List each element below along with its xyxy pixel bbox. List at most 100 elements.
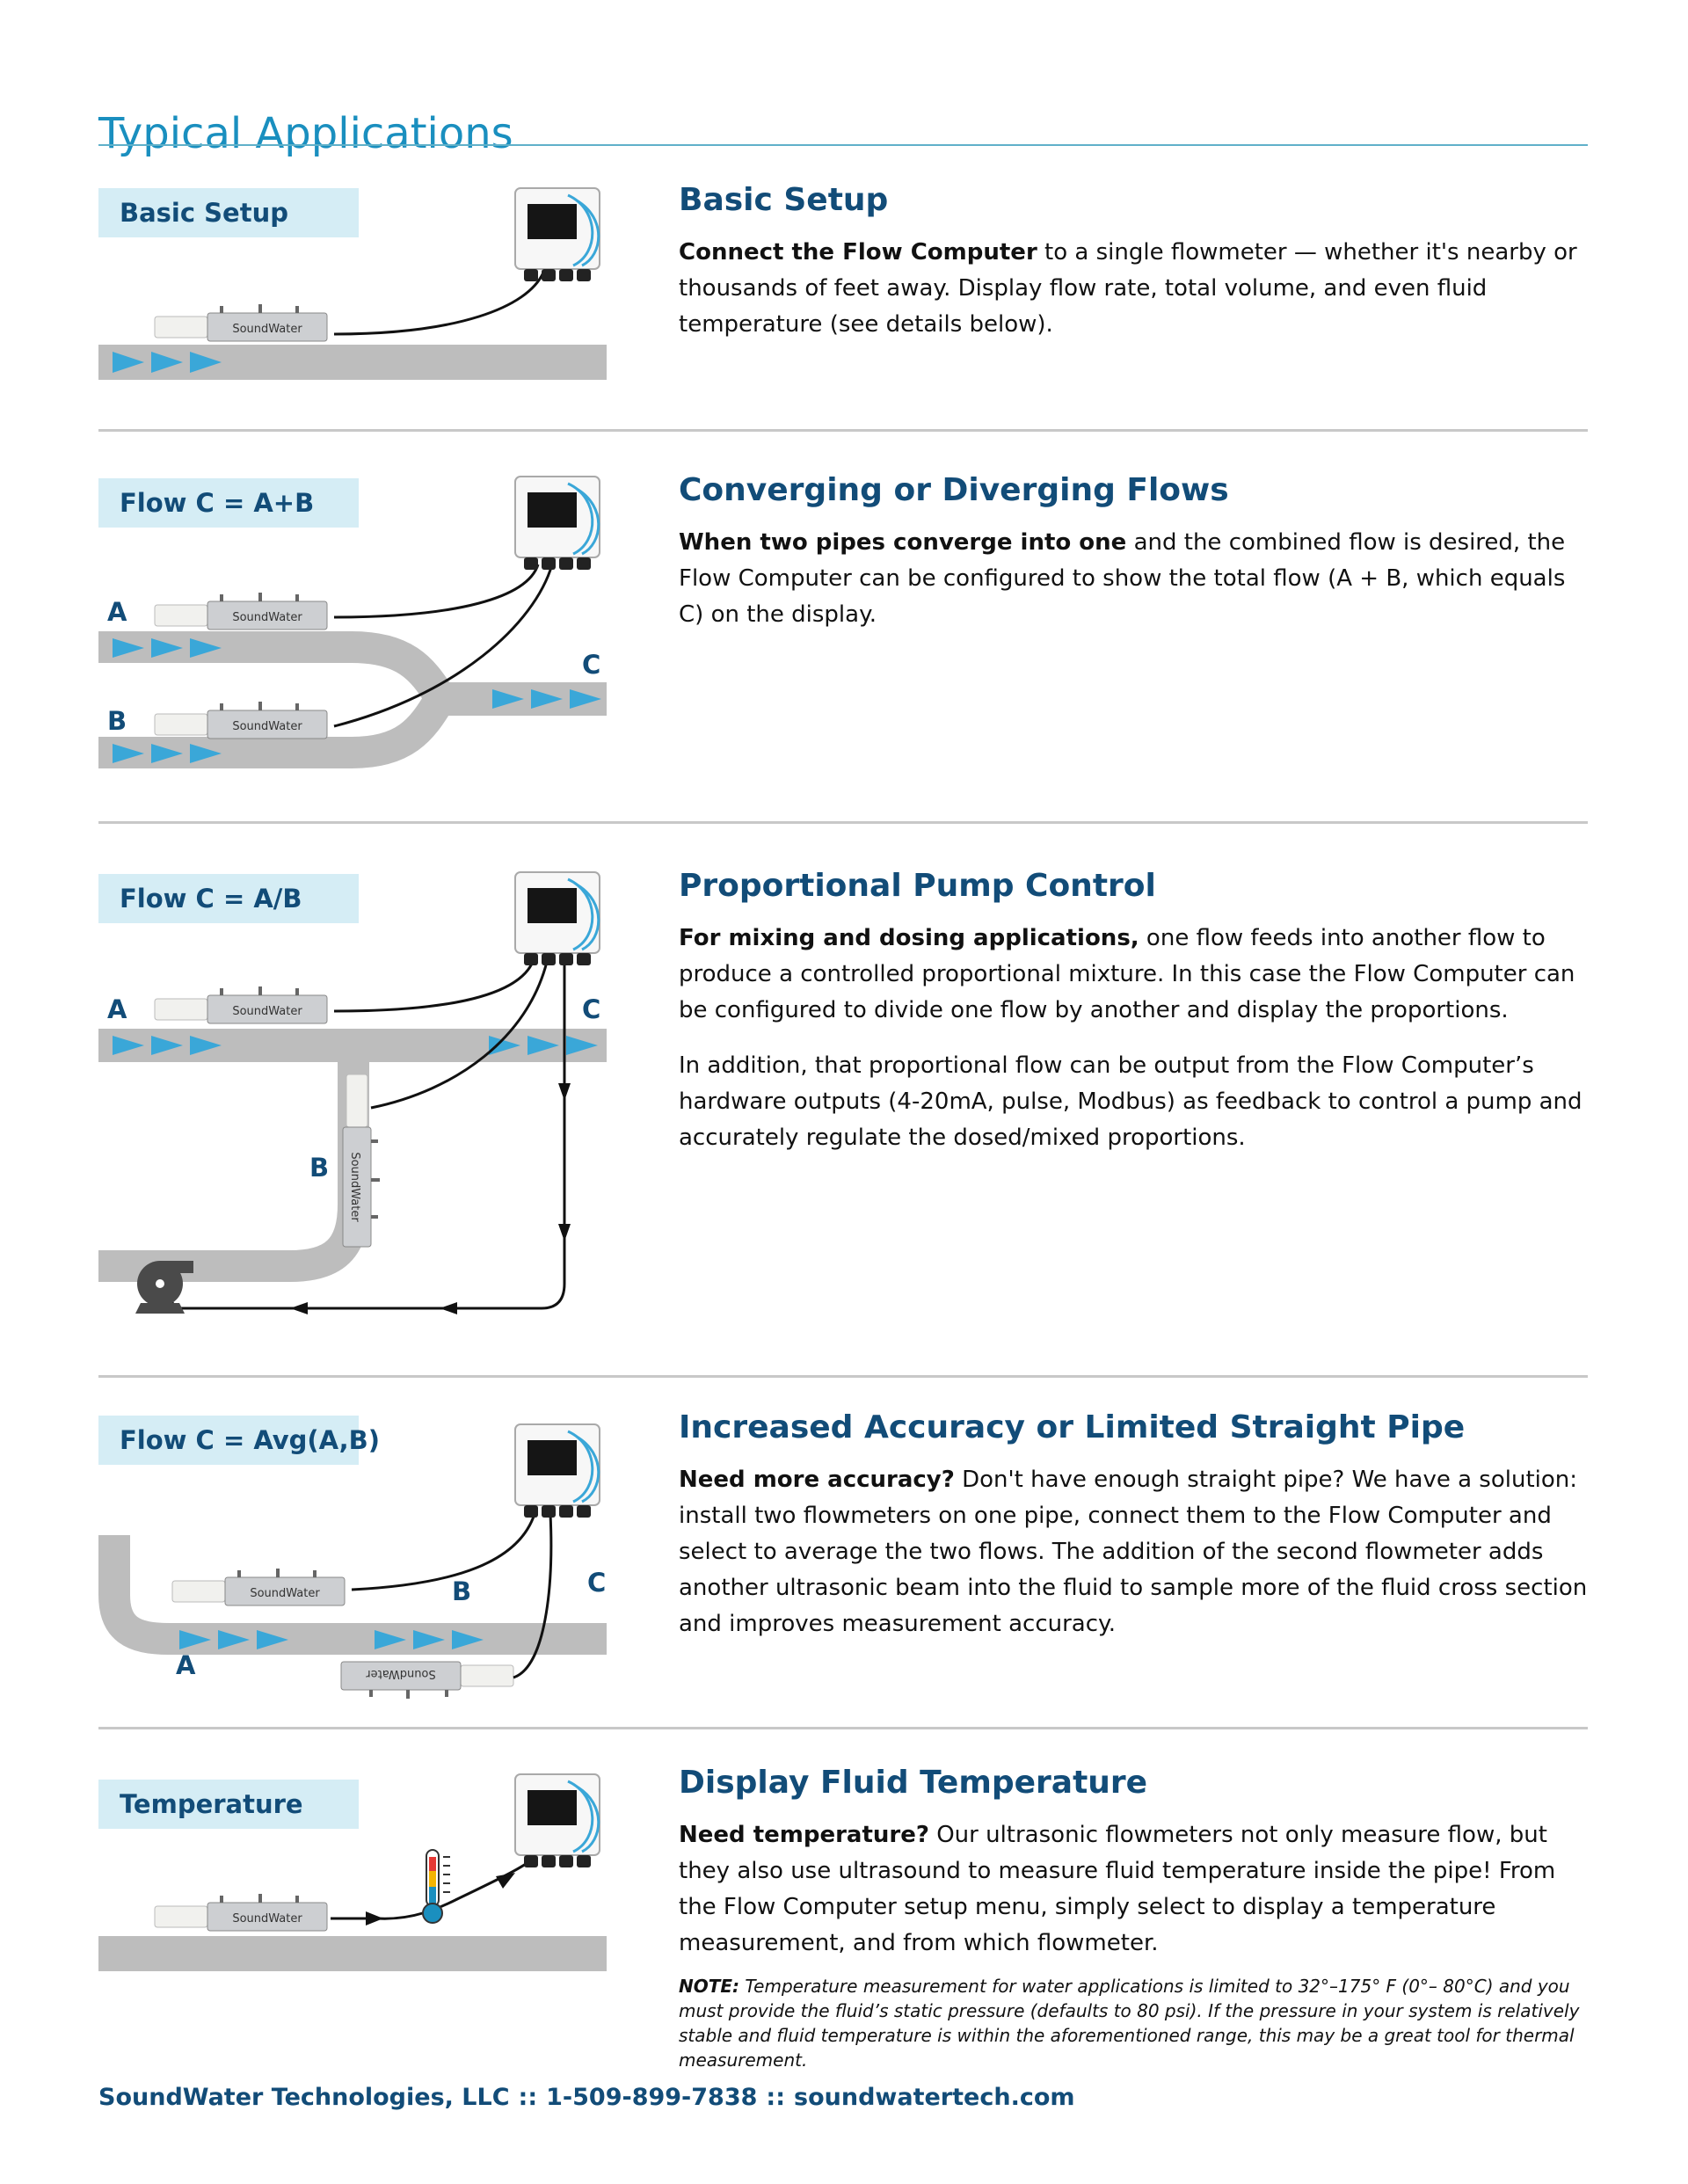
label-b: B <box>452 1576 471 1606</box>
section-text: Increased Accuracy or Limited Straight P… <box>679 1409 1593 1662</box>
body-text: and the combined flow is desired, the Fl… <box>679 529 1566 629</box>
meter-brand: SoundWater <box>232 720 302 733</box>
section-heading: Converging or Diverging Flows <box>679 472 1229 508</box>
section-divider <box>98 429 1588 432</box>
lead-text: Need temperature? <box>679 1822 929 1849</box>
label-a: A <box>107 597 127 627</box>
pipe <box>98 1936 607 1971</box>
signal-cable-a <box>333 961 535 1013</box>
diagram-fluid-temperature: Temperature SoundWater <box>98 1773 607 1971</box>
title-rule <box>98 144 1588 146</box>
note-lead: NOTE: <box>679 1976 740 1998</box>
diagram-increased-accuracy: Flow C = Avg(A,B) A B C SoundWater Sound… <box>98 1416 607 1699</box>
footer-separator: :: <box>518 2084 538 2111</box>
meter-brand: SoundWater <box>232 1005 302 1018</box>
section-increased-accuracy: Flow C = Avg(A,B) A B C SoundWater Sound… <box>0 1403 1688 1729</box>
pump-icon <box>135 1261 193 1314</box>
diagram-label: Basic Setup <box>120 198 288 228</box>
lead-text: For mixing and dosing applications, <box>679 925 1139 952</box>
flowmeter-top: SoundWater <box>171 1569 346 1606</box>
body-text: to a single flowmeter — whether it's nea… <box>679 239 1577 339</box>
footer-website-link[interactable]: soundwatertech.com <box>794 2084 1075 2111</box>
diagram-proportional-pump: Flow C = A/B A B C SoundWater SoundW <box>98 871 607 1314</box>
footer: SoundWater Technologies, LLC::1-509-899-… <box>98 2084 1075 2111</box>
section-divider <box>98 1375 1588 1378</box>
meter-brand: SoundWater <box>250 1587 320 1600</box>
diagram-label: Flow C = A/B <box>120 884 302 914</box>
lead-text: When two pipes converge into one <box>679 529 1127 557</box>
section-text: Proportional Pump Control For mixing and… <box>679 867 1593 1176</box>
flow-computer-device <box>514 1423 600 1518</box>
diagram-label: Temperature <box>120 1789 303 1819</box>
signal-cable-b <box>333 564 554 728</box>
label-c: C <box>582 994 600 1024</box>
section-body: For mixing and dosing applications, one … <box>679 921 1593 1029</box>
footer-phone[interactable]: 1-509-899-7838 <box>546 2084 758 2111</box>
flow-computer-device <box>514 187 600 281</box>
cable-arrow-2 <box>496 1873 515 1889</box>
footer-company: SoundWater Technologies, LLC <box>98 2084 510 2111</box>
label-c: C <box>582 650 600 680</box>
cable-arrow <box>366 1911 383 1926</box>
pipe-a <box>98 631 454 705</box>
note-text: Temperature measurement for water applic… <box>679 1976 1580 2071</box>
signal-cable <box>331 1859 532 1920</box>
diagram-label: Flow C = Avg(A,B) <box>120 1425 380 1455</box>
page-title: Typical Applications <box>98 109 513 159</box>
section-basic-setup: Basic Setup SoundWater Basic Setup <box>0 176 1688 431</box>
meter-brand: SoundWater <box>348 1152 361 1222</box>
label-c: C <box>587 1568 606 1598</box>
diagram-label-box <box>98 188 359 237</box>
section-body: Connect the Flow Computer to a single fl… <box>679 235 1593 343</box>
section-body: Need temperature? Our ultrasonic flowmet… <box>679 1817 1593 1962</box>
body-text: Don't have enough straight pipe? We have… <box>679 1467 1588 1638</box>
flowmeter: SoundWater <box>154 304 328 342</box>
body-text: one flow feeds into another flow to prod… <box>679 925 1575 1024</box>
signal-cable <box>333 272 545 336</box>
meter-brand: SoundWater <box>232 1912 302 1926</box>
diagram-label: Flow C = A+B <box>120 488 314 518</box>
diagram-label-box <box>98 1416 359 1465</box>
diagram-basic-setup: Basic Setup SoundWater <box>98 187 607 380</box>
control-arrows <box>290 1083 571 1314</box>
section-text: Basic Setup Connect the Flow Computer to… <box>679 181 1593 362</box>
flow-computer-device <box>514 476 600 570</box>
signal-cable-bottom <box>513 1513 553 1679</box>
signal-cable-b <box>370 961 549 1110</box>
lead-text: Connect the Flow Computer <box>679 239 1037 266</box>
section-divider <box>98 1727 1588 1729</box>
label-b: B <box>309 1153 329 1183</box>
temperature-note: NOTE: Temperature measurement for water … <box>679 1974 1593 2072</box>
section-heading: Display Fluid Temperature <box>679 1765 1148 1801</box>
thermometer-icon <box>422 1849 450 1924</box>
section-proportional-pump: Flow C = A/B A B C SoundWater SoundW <box>0 862 1688 1363</box>
lead-text: Need more accuracy? <box>679 1467 955 1494</box>
section-body: Need more accuracy? Don't have enough st… <box>679 1462 1593 1642</box>
flowmeter-a: SoundWater <box>154 593 328 630</box>
section-fluid-temperature: Temperature SoundWater <box>0 1758 1688 2071</box>
flow-arrows <box>113 352 222 373</box>
label-a: A <box>176 1650 196 1680</box>
section-converging-flows: Flow C = A+B A B C SoundWater <box>0 466 1688 818</box>
flow-arrows <box>113 638 601 763</box>
section-heading: Basic Setup <box>679 182 889 218</box>
section-text: Converging or Diverging Flows When two p… <box>679 471 1593 652</box>
flow-computer-device <box>514 1773 600 1867</box>
signal-cable-a <box>333 564 540 619</box>
output-cable <box>165 962 566 1310</box>
flowmeter: SoundWater <box>154 1894 328 1932</box>
meter-brand: SoundWater <box>232 611 302 624</box>
flowmeter-b: SoundWater <box>154 702 328 739</box>
pipe <box>98 345 607 380</box>
flowmeter-b: SoundWater <box>342 1074 380 1248</box>
pipe <box>98 1535 607 1655</box>
section-text: Display Fluid Temperature Need temperatu… <box>679 1764 1593 2090</box>
body-text: Our ultrasonic flowmeters not only measu… <box>679 1822 1556 1957</box>
section-heading: Increased Accuracy or Limited Straight P… <box>679 1409 1466 1445</box>
section-body-2: In addition, that proportional flow can … <box>679 1052 1582 1152</box>
diagram-label-box <box>98 874 359 923</box>
meter-brand: SoundWater <box>232 323 302 336</box>
flow-arrows <box>179 1630 484 1649</box>
section-divider <box>98 821 1588 824</box>
